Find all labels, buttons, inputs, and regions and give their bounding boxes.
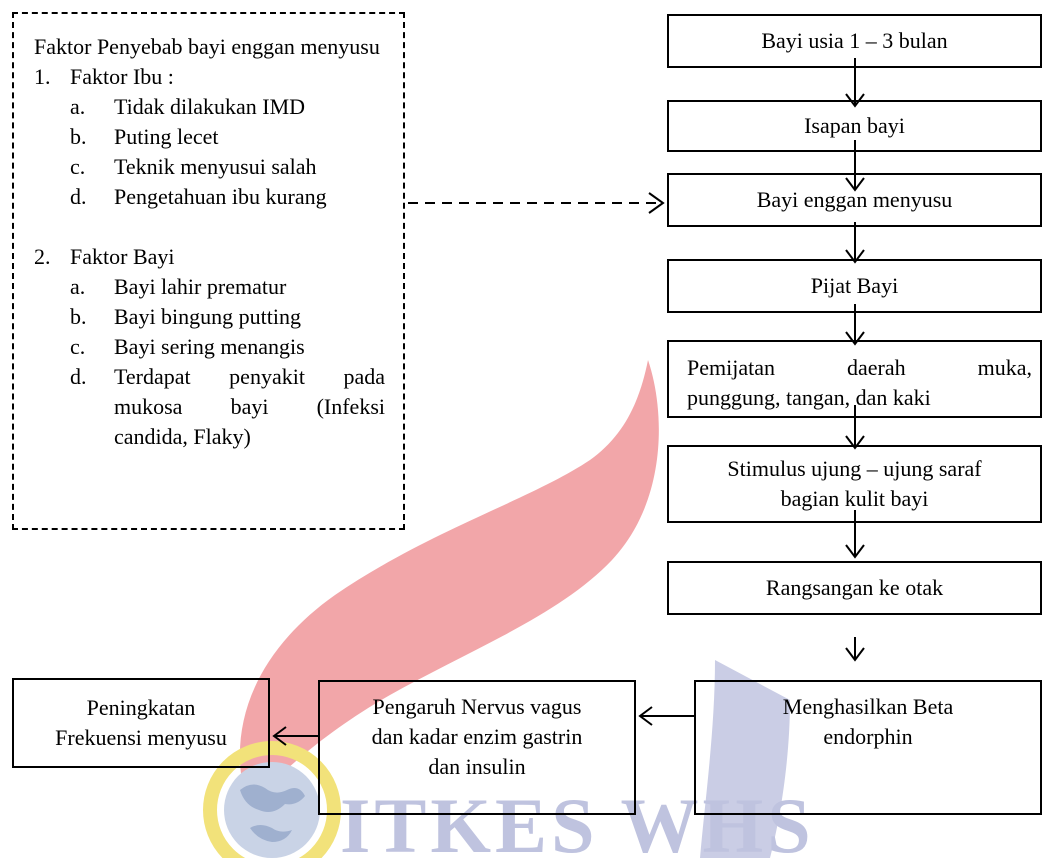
factor-group-ibu: 1. Faktor Ibu : a. Tidak dilakukan IMD b.…: [34, 62, 385, 212]
factor-group-label: Faktor Ibu :: [70, 64, 174, 89]
factor-item: d. Terdapat penyakit pada mukosa bayi (I…: [70, 362, 385, 452]
factor-item-text: Bayi lahir prematur: [114, 274, 287, 299]
factor-item: a. Bayi lahir prematur: [70, 272, 385, 302]
watermark-text: ITKES WHS: [340, 782, 815, 858]
factor-item-letter: a.: [70, 94, 86, 119]
factor-item-text: Pengetahuan ibu kurang: [114, 184, 327, 209]
box-increase-line1: Peningkatan: [86, 695, 196, 720]
factor-item-letter: b.: [70, 304, 87, 329]
box-reluctant: Bayi enggan menyusu: [667, 173, 1042, 227]
factor-bayi-items: a. Bayi lahir prematur b. Bayi bingung put…: [70, 272, 385, 452]
factor-item-text: Bayi sering menangis: [114, 334, 305, 359]
watermark-swoosh: [700, 660, 790, 858]
box-stimulus-line2: bagian kulit bayi: [780, 486, 929, 511]
factor-group-number: 2.: [34, 244, 51, 269]
box-beta: Menghasilkan Beta endorphin: [694, 680, 1042, 815]
factor-item: b. Puting lecet: [70, 122, 385, 152]
box-massage: Pijat Bayi: [667, 259, 1042, 313]
factors-title: Faktor Penyebab bayi enggan menyusu: [34, 32, 385, 62]
box-stimulus-line1: Stimulus ujung – ujung saraf: [727, 456, 982, 481]
factor-ibu-items: a. Tidak dilakukan IMD b. Puting lecet c. T…: [70, 92, 385, 212]
box-massage-text: Pijat Bayi: [810, 273, 899, 298]
box-brain-text: Rangsangan ke otak: [765, 575, 944, 600]
factor-group-number: 1.: [34, 64, 51, 89]
box-suction-text: Isapan bayi: [804, 113, 905, 138]
factor-item: c. Bayi sering menangis: [70, 332, 385, 362]
factors-box: Faktor Penyebab bayi enggan menyusu 1. F…: [12, 12, 405, 530]
factor-item-text: Tidak dilakukan IMD: [114, 94, 306, 119]
box-age: Bayi usia 1 – 3 bulan: [667, 14, 1042, 68]
factor-item-text: Bayi bingung putting: [114, 304, 301, 329]
box-reluctant-text: Bayi enggan menyusu: [756, 187, 953, 212]
factor-item-text: Puting lecet: [114, 124, 219, 149]
factor-item-text: Terdapat penyakit pada mukosa bayi (Infe…: [114, 364, 385, 419]
box-massage-area: Pemijatan daerah muka, punggung, tangan,…: [667, 340, 1042, 418]
factor-item-letter: b.: [70, 124, 87, 149]
watermark-flame: [239, 360, 659, 805]
box-vagus-line2: dan kadar enzim gastrin: [371, 724, 583, 749]
box-brain: Rangsangan ke otak: [667, 561, 1042, 615]
box-stimulus: Stimulus ujung – ujung saraf bagian kuli…: [667, 445, 1042, 523]
box-massage-area-line2: punggung, tangan, dan kaki: [687, 385, 931, 410]
box-vagus-line1: Pengaruh Nervus vagus: [372, 694, 582, 719]
factor-item-letter: a.: [70, 274, 86, 299]
factor-item: c. Teknik menyusui salah: [70, 152, 385, 182]
factor-item-text-continued: candida, Flaky): [114, 424, 251, 449]
box-increase-line2: Frekuensi menyusu: [55, 725, 227, 750]
box-vagus-line3: dan insulin: [428, 754, 526, 779]
factor-item-letter: d.: [70, 184, 87, 209]
factor-groups: 1. Faktor Ibu : a. Tidak dilakukan IMD b.…: [34, 62, 385, 452]
factor-item: a. Tidak dilakukan IMD: [70, 92, 385, 122]
factor-item: d. Pengetahuan ibu kurang: [70, 182, 385, 212]
factor-group-bayi: 2. Faktor Bayi a. Bayi lahir prematur b. B…: [34, 242, 385, 452]
factor-item-letter: d.: [70, 364, 87, 389]
box-vagus: Pengaruh Nervus vagus dan kadar enzim ga…: [318, 680, 636, 815]
watermark-ring: [203, 741, 341, 858]
box-beta-line2: endorphin: [823, 724, 913, 749]
box-massage-area-line1: Pemijatan daerah muka,: [687, 355, 1032, 380]
box-beta-line1: Menghasilkan Beta: [782, 694, 954, 719]
box-increase: Peningkatan Frekuensi menyusu: [12, 678, 270, 768]
factor-item-text: Teknik menyusui salah: [114, 154, 317, 179]
factor-item: b. Bayi bingung putting: [70, 302, 385, 332]
factor-item-letter: c.: [70, 334, 86, 359]
factor-item-letter: c.: [70, 154, 86, 179]
factors-title-text: Faktor Penyebab bayi enggan menyusu: [34, 34, 380, 59]
factor-group-label: Faktor Bayi: [70, 244, 175, 269]
box-suction: Isapan bayi: [667, 100, 1042, 152]
watermark-globe-land: [240, 784, 305, 842]
box-age-text: Bayi usia 1 – 3 bulan: [761, 28, 948, 53]
